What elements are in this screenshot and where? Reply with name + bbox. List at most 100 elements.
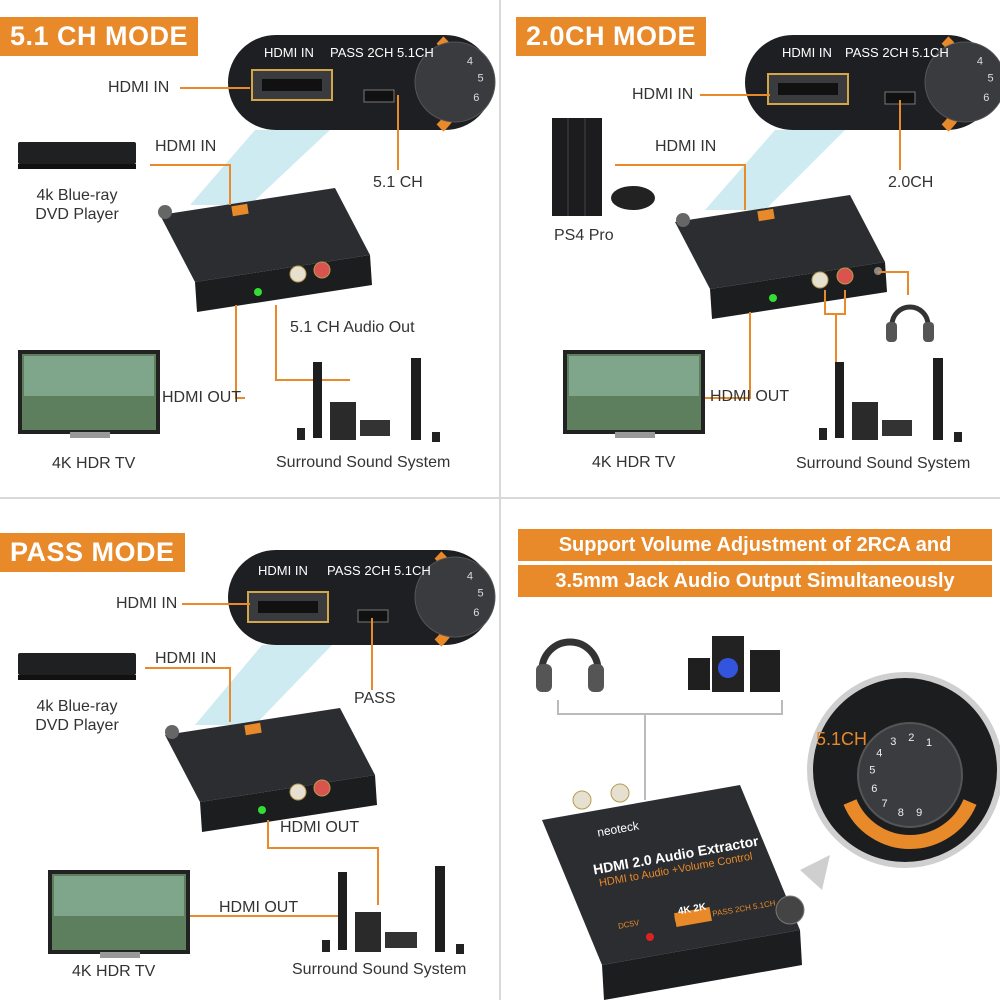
volume-dial-icon xyxy=(924,41,1000,123)
dial-number: 6 xyxy=(871,783,877,795)
volume-dial-icon xyxy=(414,41,496,123)
rca-white-icon xyxy=(289,265,307,283)
zoom-cone xyxy=(705,130,845,210)
dial-number: 4 xyxy=(467,571,473,583)
mode-title-20ch: 2.0CH MODE xyxy=(516,17,707,56)
panel-20ch-graphics: 45 6 xyxy=(552,35,1000,442)
audio-extractor-device xyxy=(542,785,800,965)
rca-white-icon xyxy=(289,783,307,801)
line-hdmi-in-cable xyxy=(145,667,231,722)
label-hdmi-in-port: HDMI IN xyxy=(108,79,170,96)
volume-dial-icon xyxy=(857,722,963,828)
label-switch-51ch: 5.1 CH xyxy=(373,174,423,191)
label-hdmi-out-tv: HDMI OUT xyxy=(219,899,299,916)
zoom-pass-label: PASS 2CH 5.1CH xyxy=(330,45,434,60)
power-led xyxy=(769,294,777,302)
audio-extractor-device xyxy=(160,188,370,282)
headphones-icon xyxy=(536,638,604,692)
power-led xyxy=(258,806,266,814)
banner-line1: Support Volume Adjustment of 2RCA and xyxy=(518,529,992,561)
zoom-pointer xyxy=(800,855,830,890)
line-to-headphones xyxy=(878,271,909,295)
pc-speakers-icon xyxy=(688,636,780,692)
horizontal-divider xyxy=(0,497,1000,499)
bluray-player-icon xyxy=(18,142,136,164)
zoom-51ch-label: 5.1CH xyxy=(816,729,868,749)
speaker-system-icon xyxy=(322,866,464,954)
dial-number: 5 xyxy=(988,72,994,84)
speaker-system-icon xyxy=(819,358,962,442)
vertical-divider xyxy=(499,0,501,1000)
label-speakers: Surround Sound System xyxy=(796,455,971,472)
dial-number: 2 xyxy=(908,732,914,744)
dial-number: 5 xyxy=(869,765,875,777)
panel-pass-graphics: 456 xyxy=(18,550,496,958)
dial-number: 7 xyxy=(882,798,888,810)
speaker-system-icon xyxy=(297,358,440,442)
hdmi-port-slot xyxy=(778,83,838,95)
label-source: 4k Blue-ray DVD Player xyxy=(20,697,134,735)
rca-red-icon xyxy=(836,267,854,285)
label-hdmi-in-cable: HDMI IN xyxy=(655,138,717,155)
label-source-line2: DVD Player xyxy=(35,206,119,223)
label-audio-out: 5.1 CH Audio Out xyxy=(290,319,415,336)
label-source: 4k Blue-ray DVD Player xyxy=(20,186,134,224)
label-hdmi-in-port: HDMI IN xyxy=(116,595,178,612)
headphones-icon xyxy=(886,304,934,342)
mode-title-51ch: 5.1 CH MODE xyxy=(0,17,199,56)
label-hdmi-out: HDMI OUT xyxy=(710,388,790,405)
power-led xyxy=(646,933,654,941)
rca-white-icon xyxy=(572,790,592,810)
dial-number: 1 xyxy=(926,737,932,749)
4k-badge xyxy=(231,203,249,217)
line-hdmi-in-cable xyxy=(150,164,231,205)
device-front-face xyxy=(602,930,802,1000)
panel-51ch-graphics: 456 xyxy=(18,35,496,442)
label-source-line1: 4k Blue-ray xyxy=(36,187,118,204)
power-led xyxy=(254,288,262,296)
dial-arc xyxy=(843,799,977,849)
audio-extractor-device xyxy=(675,195,885,289)
label-hdmi-in-port: HDMI IN xyxy=(632,86,694,103)
device-knob xyxy=(676,213,690,227)
4k-badge xyxy=(244,722,262,736)
label-hdmi-in-cable: HDMI IN xyxy=(155,138,217,155)
label-tv: 4K HDR TV xyxy=(52,455,136,472)
label-hdmi-in-cable: HDMI IN xyxy=(155,650,217,667)
zoom-hdmi-in-label: HDMI IN xyxy=(782,45,832,60)
label-switch-pass: PASS xyxy=(354,690,396,707)
dial-number: 6 xyxy=(983,92,989,104)
dial-number: 5 xyxy=(478,587,484,599)
volume-knob-icon xyxy=(775,895,805,925)
label-hdmi-out-device: HDMI OUT xyxy=(280,819,360,836)
line-outputs xyxy=(557,700,783,715)
audio-extractor-device xyxy=(165,708,375,802)
dial-number: 4 xyxy=(977,56,983,68)
label-source-line1: 4k Blue-ray xyxy=(36,698,118,715)
dial-number: 4 xyxy=(876,748,882,760)
rca-white-icon xyxy=(811,271,829,289)
hdmi-port-slot xyxy=(262,79,322,91)
rca-white-icon-2 xyxy=(610,783,630,803)
device-knob xyxy=(158,205,172,219)
label-tv: 4K HDR TV xyxy=(72,963,156,980)
volume-dial-icon xyxy=(414,556,496,638)
rca-red-icon xyxy=(313,779,331,797)
dial-number: 3 xyxy=(890,736,896,748)
line-hdmi-out xyxy=(235,305,245,399)
line-hdmi-out xyxy=(705,312,751,399)
device-front-face xyxy=(200,775,377,832)
dial-number: 5 xyxy=(478,72,484,84)
rca-red-icon xyxy=(313,261,331,279)
label-source-line2: DVD Player xyxy=(35,717,119,734)
line-audio-out xyxy=(275,305,350,381)
zoom-cone xyxy=(190,130,330,205)
label-switch-20ch: 2.0CH xyxy=(888,174,934,191)
device-knob xyxy=(165,725,179,739)
zoom-pass-label: PASS 2CH 5.1CH xyxy=(327,563,431,578)
